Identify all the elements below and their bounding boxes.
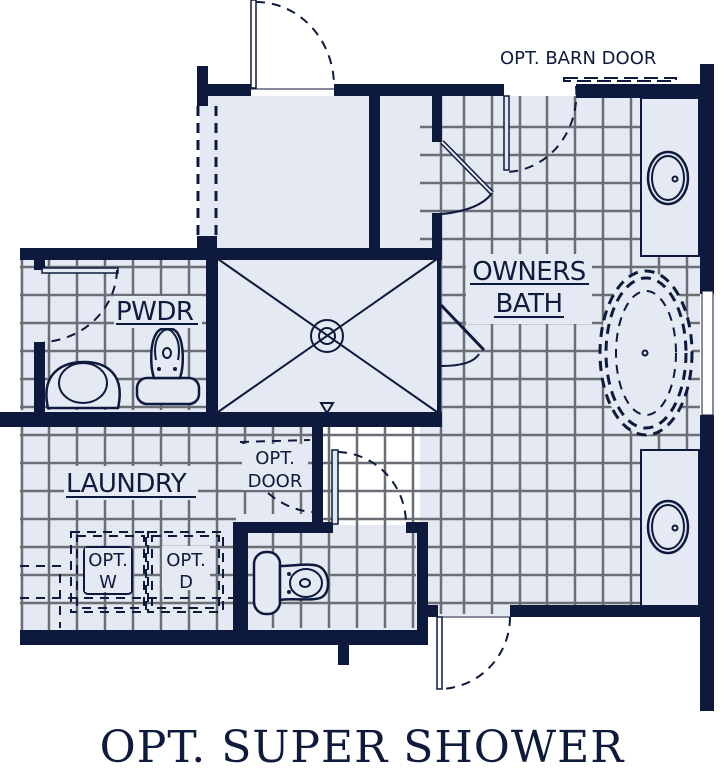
wc-toilet	[252, 550, 330, 616]
tub-drain-icon	[641, 349, 649, 357]
opt-door-label: OPT.	[255, 448, 295, 469]
vanity-bottom	[640, 449, 700, 607]
shower-head-icon	[319, 402, 335, 415]
dryer-label-2: D	[179, 572, 193, 593]
vanity-top	[640, 97, 700, 257]
pwdr-door	[41, 267, 119, 343]
walls	[0, 64, 714, 711]
exit-door-bottom	[436, 616, 512, 690]
linen-door	[440, 140, 494, 215]
powder-sink	[45, 360, 121, 410]
shower-door	[439, 303, 486, 367]
sink-icon	[646, 150, 690, 206]
shower-drain-icon	[310, 319, 344, 353]
owners-bath-label-2: BATH	[495, 289, 562, 319]
laundry-label: LAUNDRY	[66, 469, 187, 499]
dryer-label: OPT.	[166, 550, 206, 571]
window	[701, 290, 714, 416]
opt-door-label-2: DOOR	[248, 471, 303, 492]
super-shower	[214, 256, 440, 415]
wc-door	[331, 449, 407, 525]
owners-bath-label: OWNERS	[472, 257, 586, 287]
plan-title: OPT. SUPER SHOWER	[100, 722, 626, 773]
entry-door-top	[250, 0, 335, 90]
washer-label: OPT.	[88, 550, 128, 571]
dashed-partition	[196, 106, 218, 236]
optional-dryer	[147, 531, 224, 613]
sink-icon	[646, 499, 690, 555]
washer-label-2: W	[99, 572, 117, 593]
optional-cabinet-outline	[20, 565, 236, 628]
freestanding-tub	[598, 269, 694, 437]
powder-toilet	[135, 326, 201, 406]
optional-washer	[70, 531, 147, 613]
powder-room-label: PWDR	[116, 297, 194, 327]
barn-door-label: OPT. BARN DOOR	[500, 48, 656, 69]
barn-door-opening	[503, 77, 677, 173]
